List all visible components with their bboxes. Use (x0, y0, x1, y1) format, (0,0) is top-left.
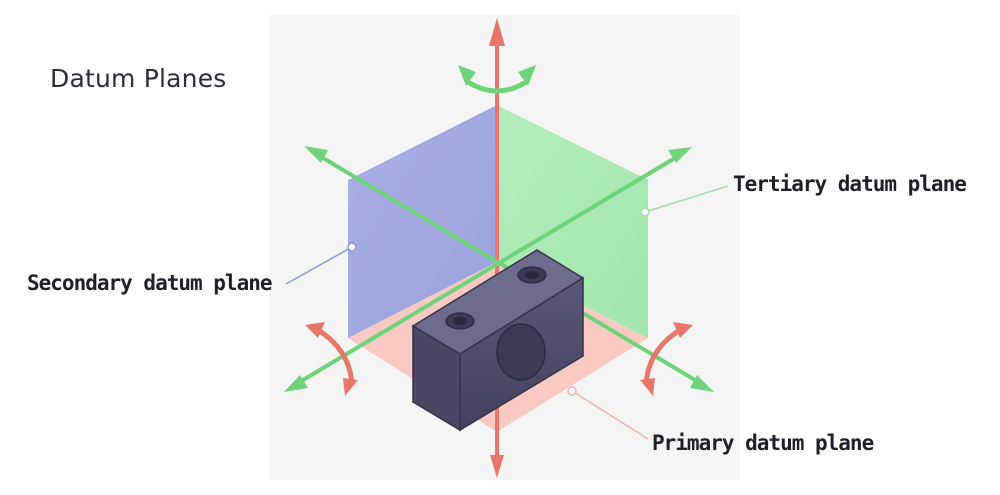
tertiary-leader-line (640, 185, 729, 217)
primary-leader-line (567, 386, 649, 440)
page-title: Datum Planes (50, 64, 227, 93)
primary-plane-label: Primary datum plane (652, 431, 874, 455)
secondary-plane-label: Secondary datum plane (27, 271, 273, 295)
tertiary-plane-label: Tertiary datum plane (733, 172, 967, 196)
secondary-leader-line (285, 242, 357, 285)
left-rotation-arrow-icon (305, 322, 358, 396)
y-axis-arrow-icon (284, 147, 692, 392)
top-rotation-arrow-icon (458, 65, 536, 94)
secondary-datum-plane (348, 105, 497, 338)
right-rotation-arrow-icon (640, 322, 693, 396)
block-with-holes-icon (411, 249, 585, 432)
